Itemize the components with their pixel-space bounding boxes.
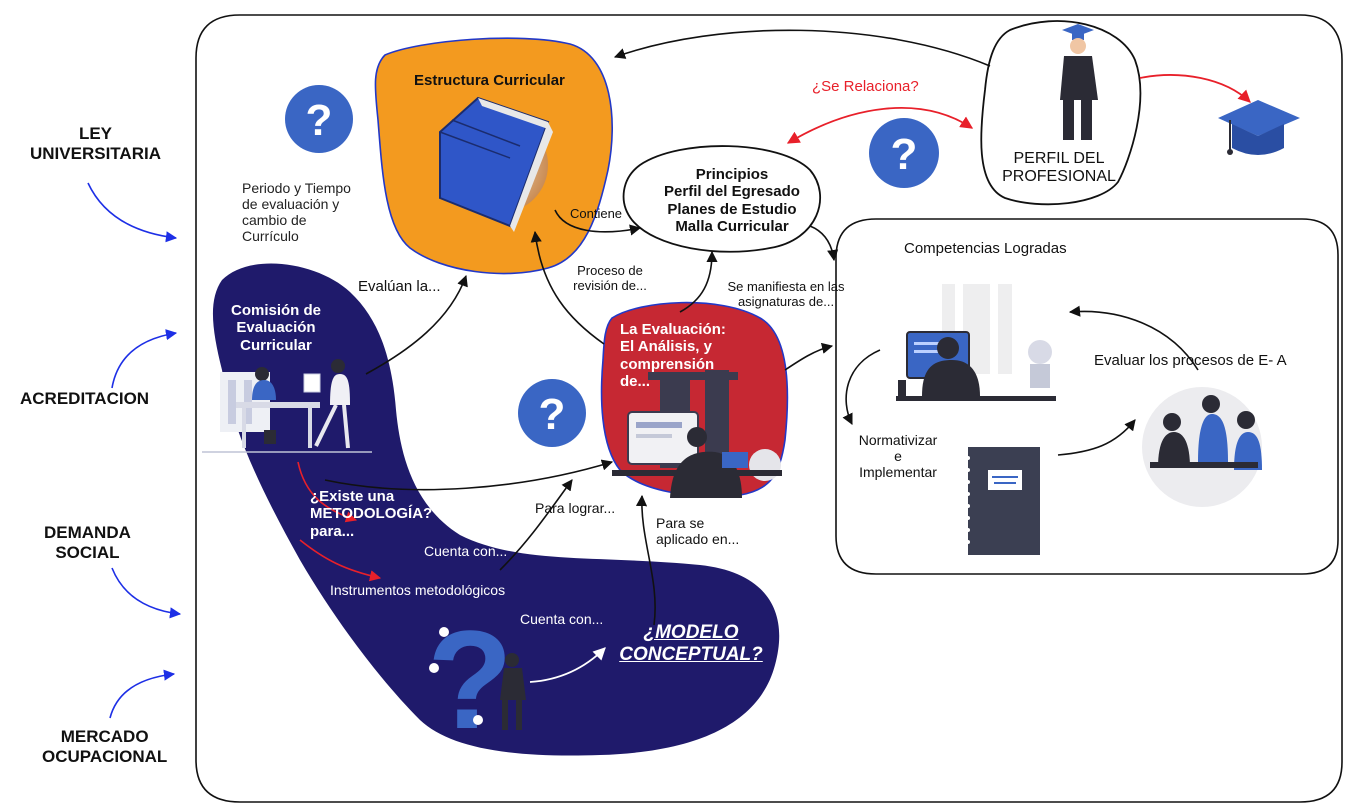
arrow-principios-to-competencias [809,225,839,262]
question-icon-2: ? [869,118,939,188]
arrow-evaluan [365,274,468,375]
periodo-text: Periodo y Tiempo de evaluación y cambio … [242,180,351,245]
blue-arrow-mercado [109,669,176,719]
main-frame [195,14,1343,803]
graduation-cap-icon [1218,100,1300,155]
para-lograr-label: Para lograr... [535,500,616,516]
perfil-blob [980,20,1142,206]
arrow-contiene [554,209,642,236]
contiene-label: Contiene [570,206,623,221]
instrumentos-label: Instrumentos metodológicos [330,582,506,598]
cuenta-con-label-1: Cuenta con... [424,543,508,559]
graduate-person-icon [1060,24,1098,140]
office-illustration [202,359,372,453]
label-acreditacion: ACREDITACION [20,389,150,408]
principios-text: Principios Perfil del Egresado Planes de… [664,166,800,235]
arrow-existe-to-instrumentos [299,539,382,582]
book-icon [439,96,553,232]
normativizar-label: Normativizar e Implementar [858,432,938,481]
evaluacion-title: La Evaluación: El Análisis, y comprensió… [620,321,726,390]
question-woman-illustration: ? [427,601,526,758]
estructura-title: Estructura Curricular [414,72,565,89]
se-manifiesta-label: Se manifiesta en las asignaturas de... [727,279,845,309]
proceso-label: Proceso de revisión de... [573,263,647,293]
arrow-notebook-to-team [1057,419,1136,456]
blue-arrow-demanda [111,567,182,619]
notebook-illustration [966,447,1040,555]
blue-arrow-acreditacion [111,329,178,389]
arrow-manifiesta [679,250,718,313]
comision-title: Comisión de Evaluación Curricular [230,302,321,354]
arrow-proceso [530,230,605,345]
arrow-perfil-to-cap [1139,74,1251,103]
arrow-perfil-to-estructura [613,29,991,67]
question-icon-1: ? [285,85,353,153]
svg-text:?: ? [891,130,918,179]
arrow-comision-to-existe [297,461,358,523]
label-demanda-social: DEMANDA SOCIAL [44,523,131,562]
label-mercado-ocupacional: MERCADO OCUPACIONAL [42,727,168,766]
arrow-comision-to-evaluacion [324,459,614,491]
principios-oval [622,145,821,253]
computer-work-illustration [612,370,782,498]
svg-text:?: ? [306,96,333,145]
modelo-conceptual-text: ¿MODELO CONCEPTUAL? [619,622,763,665]
arrow-normativizar [842,349,881,426]
competencias-title: Competencias Logradas [904,240,1067,257]
team-meeting-illustration [1142,387,1262,507]
blue-arrow-ley [87,182,178,243]
label-ley-universitaria: LEY UNIVERSITARIA [30,124,161,163]
arrow-relaciona [786,107,974,144]
arrow-para-aplicado [635,494,656,626]
evaluan-label: Evalúan la... [358,278,441,295]
existe-metodologia-text: ¿Existe una METODOLOGÍA? para... [310,488,433,540]
developer-illustration [896,284,1056,401]
comision-blob [212,263,780,756]
svg-text:?: ? [427,601,513,758]
perfil-label: PERFIL DEL PROFESIONAL [1002,150,1116,186]
question-icon-3: ? [518,379,586,447]
arrow-to-modelo [529,647,606,683]
cuenta-con-label-2: Cuenta con... [520,611,604,627]
evaluar-label: Evaluar los procesos de E- A [1094,352,1287,369]
para-aplicado-label: Para se aplicado en... [656,515,740,548]
arrow-evaluar [1068,305,1199,371]
arrow-cuenta [499,479,573,571]
arrow-evaluacion-to-competencias [784,342,834,371]
svg-text:?: ? [539,390,566,439]
se-relaciona-label: ¿Se Relaciona? [812,78,919,95]
